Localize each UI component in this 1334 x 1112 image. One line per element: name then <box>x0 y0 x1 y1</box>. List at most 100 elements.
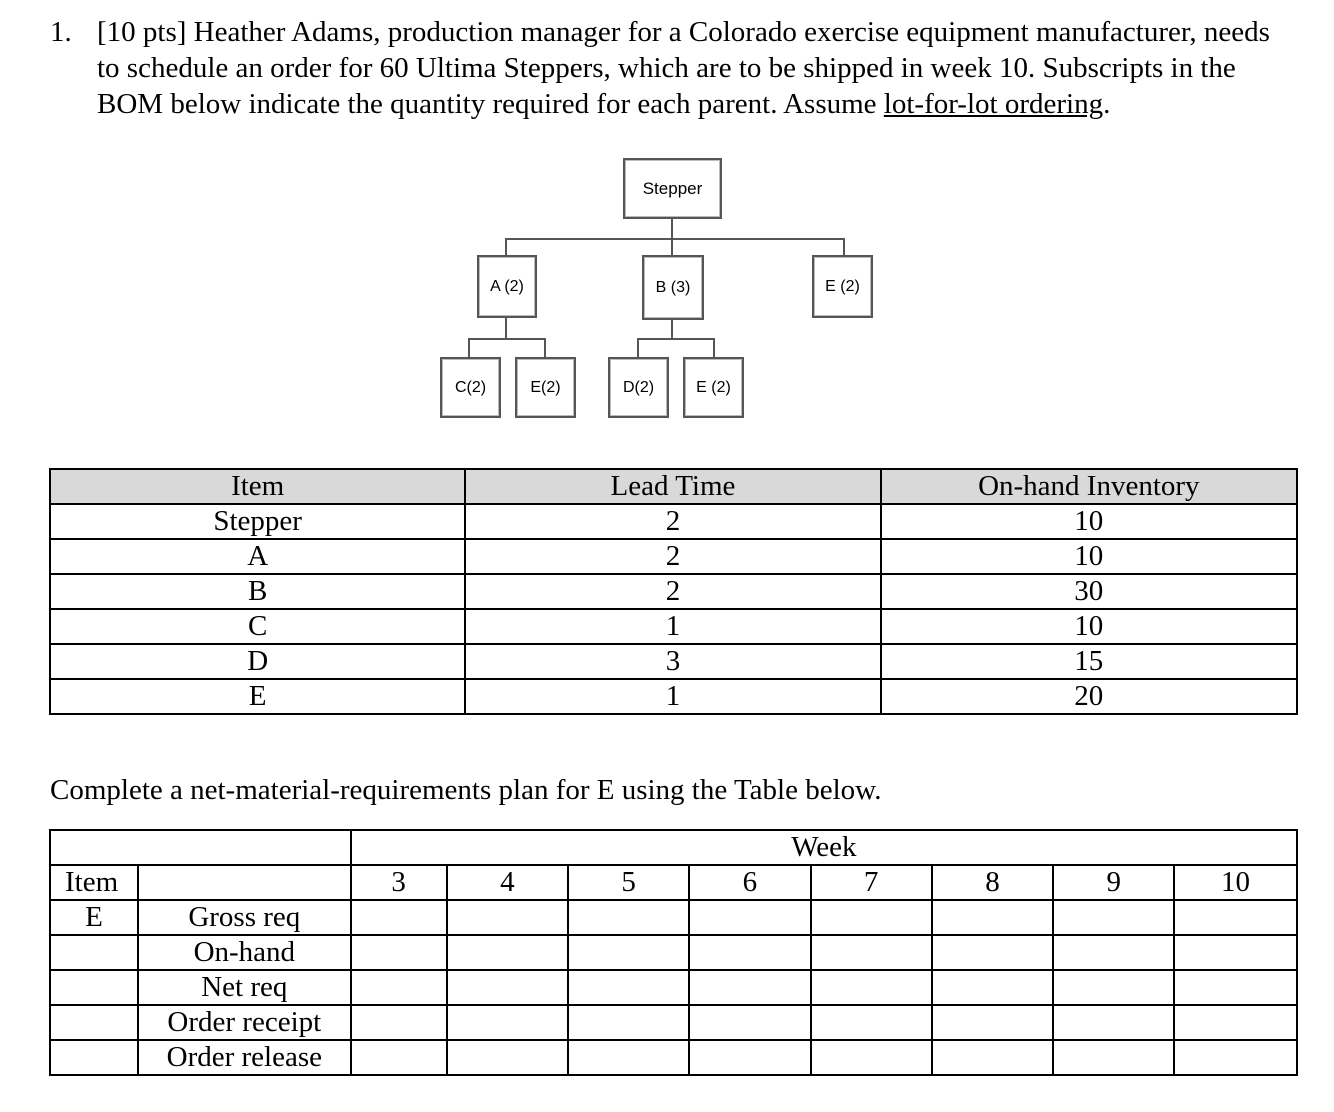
bom-connector <box>671 218 673 240</box>
item-cell: D <box>48 643 467 680</box>
answer-cell[interactable] <box>809 934 933 971</box>
lead-time-cell: 2 <box>464 503 882 540</box>
problem-statement: 1. [10 pts] Heather Adams, production ma… <box>50 14 1300 122</box>
week-number: 7 <box>809 864 933 901</box>
answer-cell[interactable] <box>1173 1039 1298 1076</box>
answer-cell[interactable] <box>349 969 448 1006</box>
mrp-row-on-hand: On-hand <box>49 934 1298 971</box>
answer-cell[interactable] <box>445 1004 570 1041</box>
answer-cell[interactable] <box>688 969 812 1006</box>
mrp-table: Week Item 3 4 5 6 7 8 9 10 E Gross req O… <box>49 829 1299 1076</box>
answer-cell[interactable] <box>930 1039 1055 1076</box>
answer-cell[interactable] <box>688 899 812 936</box>
answer-cell[interactable] <box>445 969 570 1006</box>
answer-cell[interactable] <box>1052 899 1176 936</box>
table-row: C 1 10 <box>48 608 1299 645</box>
answer-cell[interactable] <box>930 899 1055 936</box>
answer-cell[interactable] <box>445 1039 570 1076</box>
on-hand-cell: 15 <box>879 643 1299 680</box>
bom-connector <box>637 338 715 340</box>
answer-cell[interactable] <box>809 1004 933 1041</box>
table-row: A 2 10 <box>48 538 1299 575</box>
table-row: E 1 20 <box>48 678 1299 715</box>
table-row: D 3 15 <box>48 643 1299 680</box>
lead-time-cell: 1 <box>464 608 882 645</box>
answer-cell[interactable] <box>349 1039 448 1076</box>
problem-line-2: to schedule an order for 60 Ultima Stepp… <box>97 52 1236 84</box>
on-hand-cell: 10 <box>879 503 1299 540</box>
bom-connector <box>843 238 845 256</box>
bom-connector <box>468 338 546 340</box>
header-on-hand: On-hand Inventory <box>879 468 1299 505</box>
problem-line-3: BOM below indicate the quantity required… <box>97 86 1300 122</box>
item-label: Item <box>49 864 139 901</box>
week-number: 4 <box>445 864 570 901</box>
on-hand-cell: 10 <box>879 538 1299 575</box>
bom-node-a: A (2) <box>477 255 537 318</box>
answer-cell[interactable] <box>567 969 691 1006</box>
problem-line-1: [10 pts] Heather Adams, production manag… <box>97 16 1270 48</box>
bom-connector <box>544 338 546 358</box>
header-item: Item <box>48 468 467 505</box>
lot-for-lot-term: lot-for-lot ordering <box>883 88 1104 120</box>
answer-cell[interactable] <box>567 1004 691 1041</box>
row-label: Gross req <box>136 899 352 936</box>
blank-cell <box>136 864 352 901</box>
answer-cell[interactable] <box>567 899 691 936</box>
bom-connector <box>505 238 845 240</box>
row-label: Order receipt <box>136 1004 352 1041</box>
answer-cell[interactable] <box>1052 1039 1176 1076</box>
mrp-row-order-receipt: Order receipt <box>49 1004 1298 1041</box>
answer-cell[interactable] <box>1052 934 1176 971</box>
blank-cell <box>49 1004 139 1041</box>
bom-diagram: Stepper A (2) B (3) E (2) C(2) E(2) D(2)… <box>0 0 1334 440</box>
answer-cell[interactable] <box>688 934 812 971</box>
week-number: 6 <box>688 864 812 901</box>
answer-cell[interactable] <box>809 969 933 1006</box>
bom-node-c: C(2) <box>440 357 501 418</box>
answer-cell[interactable] <box>1052 969 1176 1006</box>
answer-cell[interactable] <box>930 1004 1055 1041</box>
week-number: 3 <box>349 864 448 901</box>
problem-line-3-suffix: . <box>1103 88 1111 120</box>
lead-time-cell: 1 <box>464 678 882 715</box>
answer-cell[interactable] <box>809 1039 933 1076</box>
answer-cell[interactable] <box>349 899 448 936</box>
answer-cell[interactable] <box>930 934 1055 971</box>
header-lead-time: Lead Time <box>464 468 882 505</box>
item-value: E <box>49 899 139 936</box>
answer-cell[interactable] <box>1173 899 1298 936</box>
bom-connector <box>713 338 715 358</box>
answer-cell[interactable] <box>349 1004 448 1041</box>
answer-cell[interactable] <box>349 934 448 971</box>
week-number: 9 <box>1052 864 1176 901</box>
problem-number: 1. <box>50 16 72 48</box>
answer-cell[interactable] <box>567 934 691 971</box>
answer-cell[interactable] <box>567 1039 691 1076</box>
bom-node-e-under-b: E (2) <box>683 357 744 418</box>
row-label: Net req <box>136 969 352 1006</box>
answer-cell[interactable] <box>1052 1004 1176 1041</box>
lead-time-cell: 2 <box>464 538 882 575</box>
mrp-row-order-release: Order release <box>49 1039 1298 1076</box>
answer-cell[interactable] <box>445 934 570 971</box>
item-cell: C <box>48 608 467 645</box>
item-cell: B <box>48 573 467 610</box>
problem-line-3-prefix: BOM below indicate the quantity required… <box>97 88 884 120</box>
answer-cell[interactable] <box>688 1039 812 1076</box>
answer-cell[interactable] <box>445 899 570 936</box>
answer-cell[interactable] <box>1173 1004 1298 1041</box>
blank-cell <box>49 969 139 1006</box>
bom-connector <box>671 238 673 256</box>
bom-node-e-top: E (2) <box>812 255 873 318</box>
table-row: Stepper 2 10 <box>48 503 1299 540</box>
answer-cell[interactable] <box>1173 934 1298 971</box>
answer-cell[interactable] <box>809 899 933 936</box>
week-number: 5 <box>567 864 691 901</box>
answer-cell[interactable] <box>1173 969 1298 1006</box>
answer-cell[interactable] <box>688 1004 812 1041</box>
on-hand-cell: 20 <box>879 678 1299 715</box>
bom-connector <box>637 338 639 358</box>
instruction-text: Complete a net-material-requirements pla… <box>50 774 882 806</box>
answer-cell[interactable] <box>930 969 1055 1006</box>
